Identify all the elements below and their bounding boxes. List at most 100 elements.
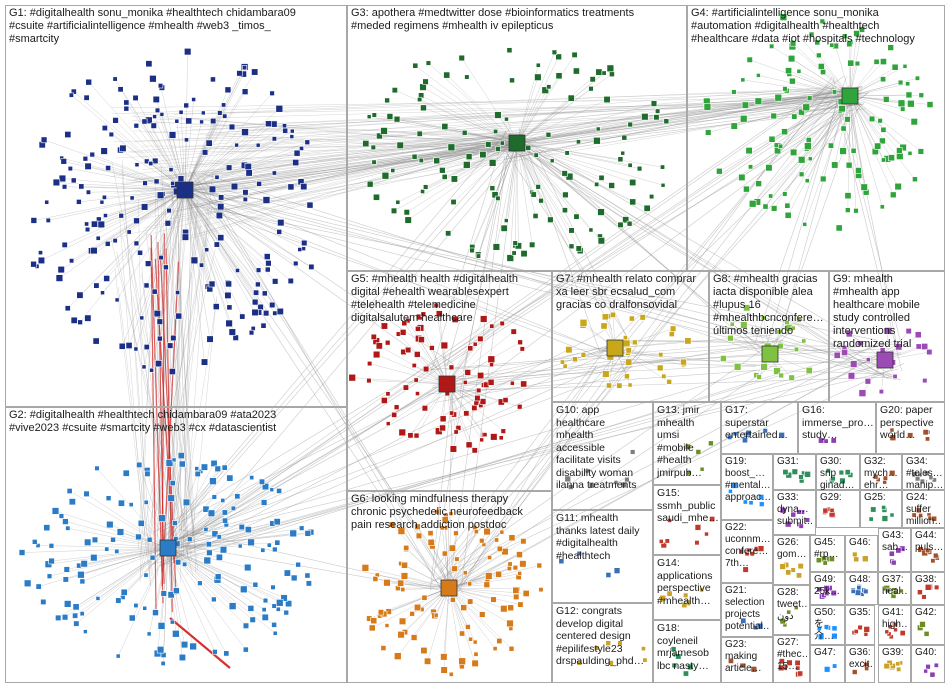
edge (832, 84, 903, 372)
edge (73, 91, 186, 191)
node (164, 220, 172, 227)
node (152, 114, 157, 119)
edge (771, 46, 851, 97)
edge (112, 89, 841, 114)
hub-node (508, 134, 526, 152)
node (787, 55, 796, 63)
edge (157, 242, 165, 584)
group-label-g24: G24: suffer million… (906, 492, 942, 527)
edge (160, 166, 194, 537)
edge (215, 91, 846, 179)
node (816, 586, 823, 593)
edge (448, 531, 477, 589)
node (48, 557, 55, 565)
edge (160, 189, 186, 258)
node (600, 322, 608, 330)
node (380, 645, 387, 651)
node (117, 86, 124, 93)
node (304, 530, 312, 537)
node (205, 541, 212, 548)
node (272, 546, 278, 553)
group-box-g15: G15: ssmh_public saudi_mhe… (653, 485, 721, 555)
node (448, 511, 454, 517)
group-label-g47: G47: (814, 647, 836, 658)
node (261, 613, 269, 621)
edge (516, 99, 608, 144)
group-box-g41: G41: high… (878, 605, 911, 645)
node (602, 370, 610, 378)
node (895, 547, 902, 554)
edge (448, 587, 471, 640)
node (921, 343, 929, 351)
node (572, 67, 580, 75)
group-box-g46: G46: (845, 535, 878, 572)
node (77, 570, 85, 579)
node (397, 631, 405, 639)
node (682, 670, 689, 677)
node (881, 505, 887, 511)
group-label-g1: G1: #digitalhealth sonu_monika #healthte… (9, 7, 296, 45)
edge (745, 95, 851, 106)
node (487, 555, 492, 560)
node (888, 550, 895, 557)
edge (397, 587, 450, 657)
node (784, 211, 792, 219)
edge (179, 94, 850, 542)
edge (167, 547, 244, 590)
node (838, 105, 846, 113)
node (184, 47, 192, 56)
node (57, 265, 65, 274)
node (666, 379, 672, 385)
node (18, 549, 26, 556)
node (513, 593, 520, 600)
edge (197, 197, 607, 360)
node (851, 669, 858, 675)
edge (167, 486, 266, 549)
node (917, 589, 923, 596)
node (888, 154, 895, 162)
node (297, 247, 303, 252)
edge (115, 120, 186, 191)
edge (199, 133, 518, 235)
node (271, 170, 277, 176)
edge (205, 102, 863, 150)
node (76, 199, 82, 205)
edge (153, 76, 844, 564)
node (760, 315, 766, 321)
node (210, 76, 216, 83)
node (299, 145, 304, 151)
node (105, 165, 111, 171)
node (133, 123, 140, 129)
node (895, 343, 903, 351)
edge (174, 96, 839, 169)
node (82, 156, 89, 162)
node (778, 664, 785, 672)
node (89, 151, 95, 158)
node (204, 247, 210, 253)
edge (184, 189, 256, 303)
node (670, 646, 677, 652)
edge (849, 66, 906, 97)
edge (143, 143, 510, 229)
node (790, 511, 797, 518)
node (791, 468, 798, 475)
node (467, 345, 474, 352)
edge (396, 118, 518, 144)
node (293, 149, 301, 157)
edge (170, 167, 184, 577)
node (228, 123, 236, 131)
edge (128, 189, 186, 346)
node (97, 220, 106, 229)
edge (159, 373, 779, 567)
node (642, 657, 648, 663)
node (533, 152, 539, 158)
node (825, 468, 831, 474)
edge (462, 76, 833, 585)
node (143, 344, 150, 351)
edge (516, 140, 597, 144)
node (293, 260, 299, 267)
edge (420, 327, 448, 385)
node (401, 561, 408, 569)
node (881, 515, 889, 522)
node (73, 620, 80, 627)
